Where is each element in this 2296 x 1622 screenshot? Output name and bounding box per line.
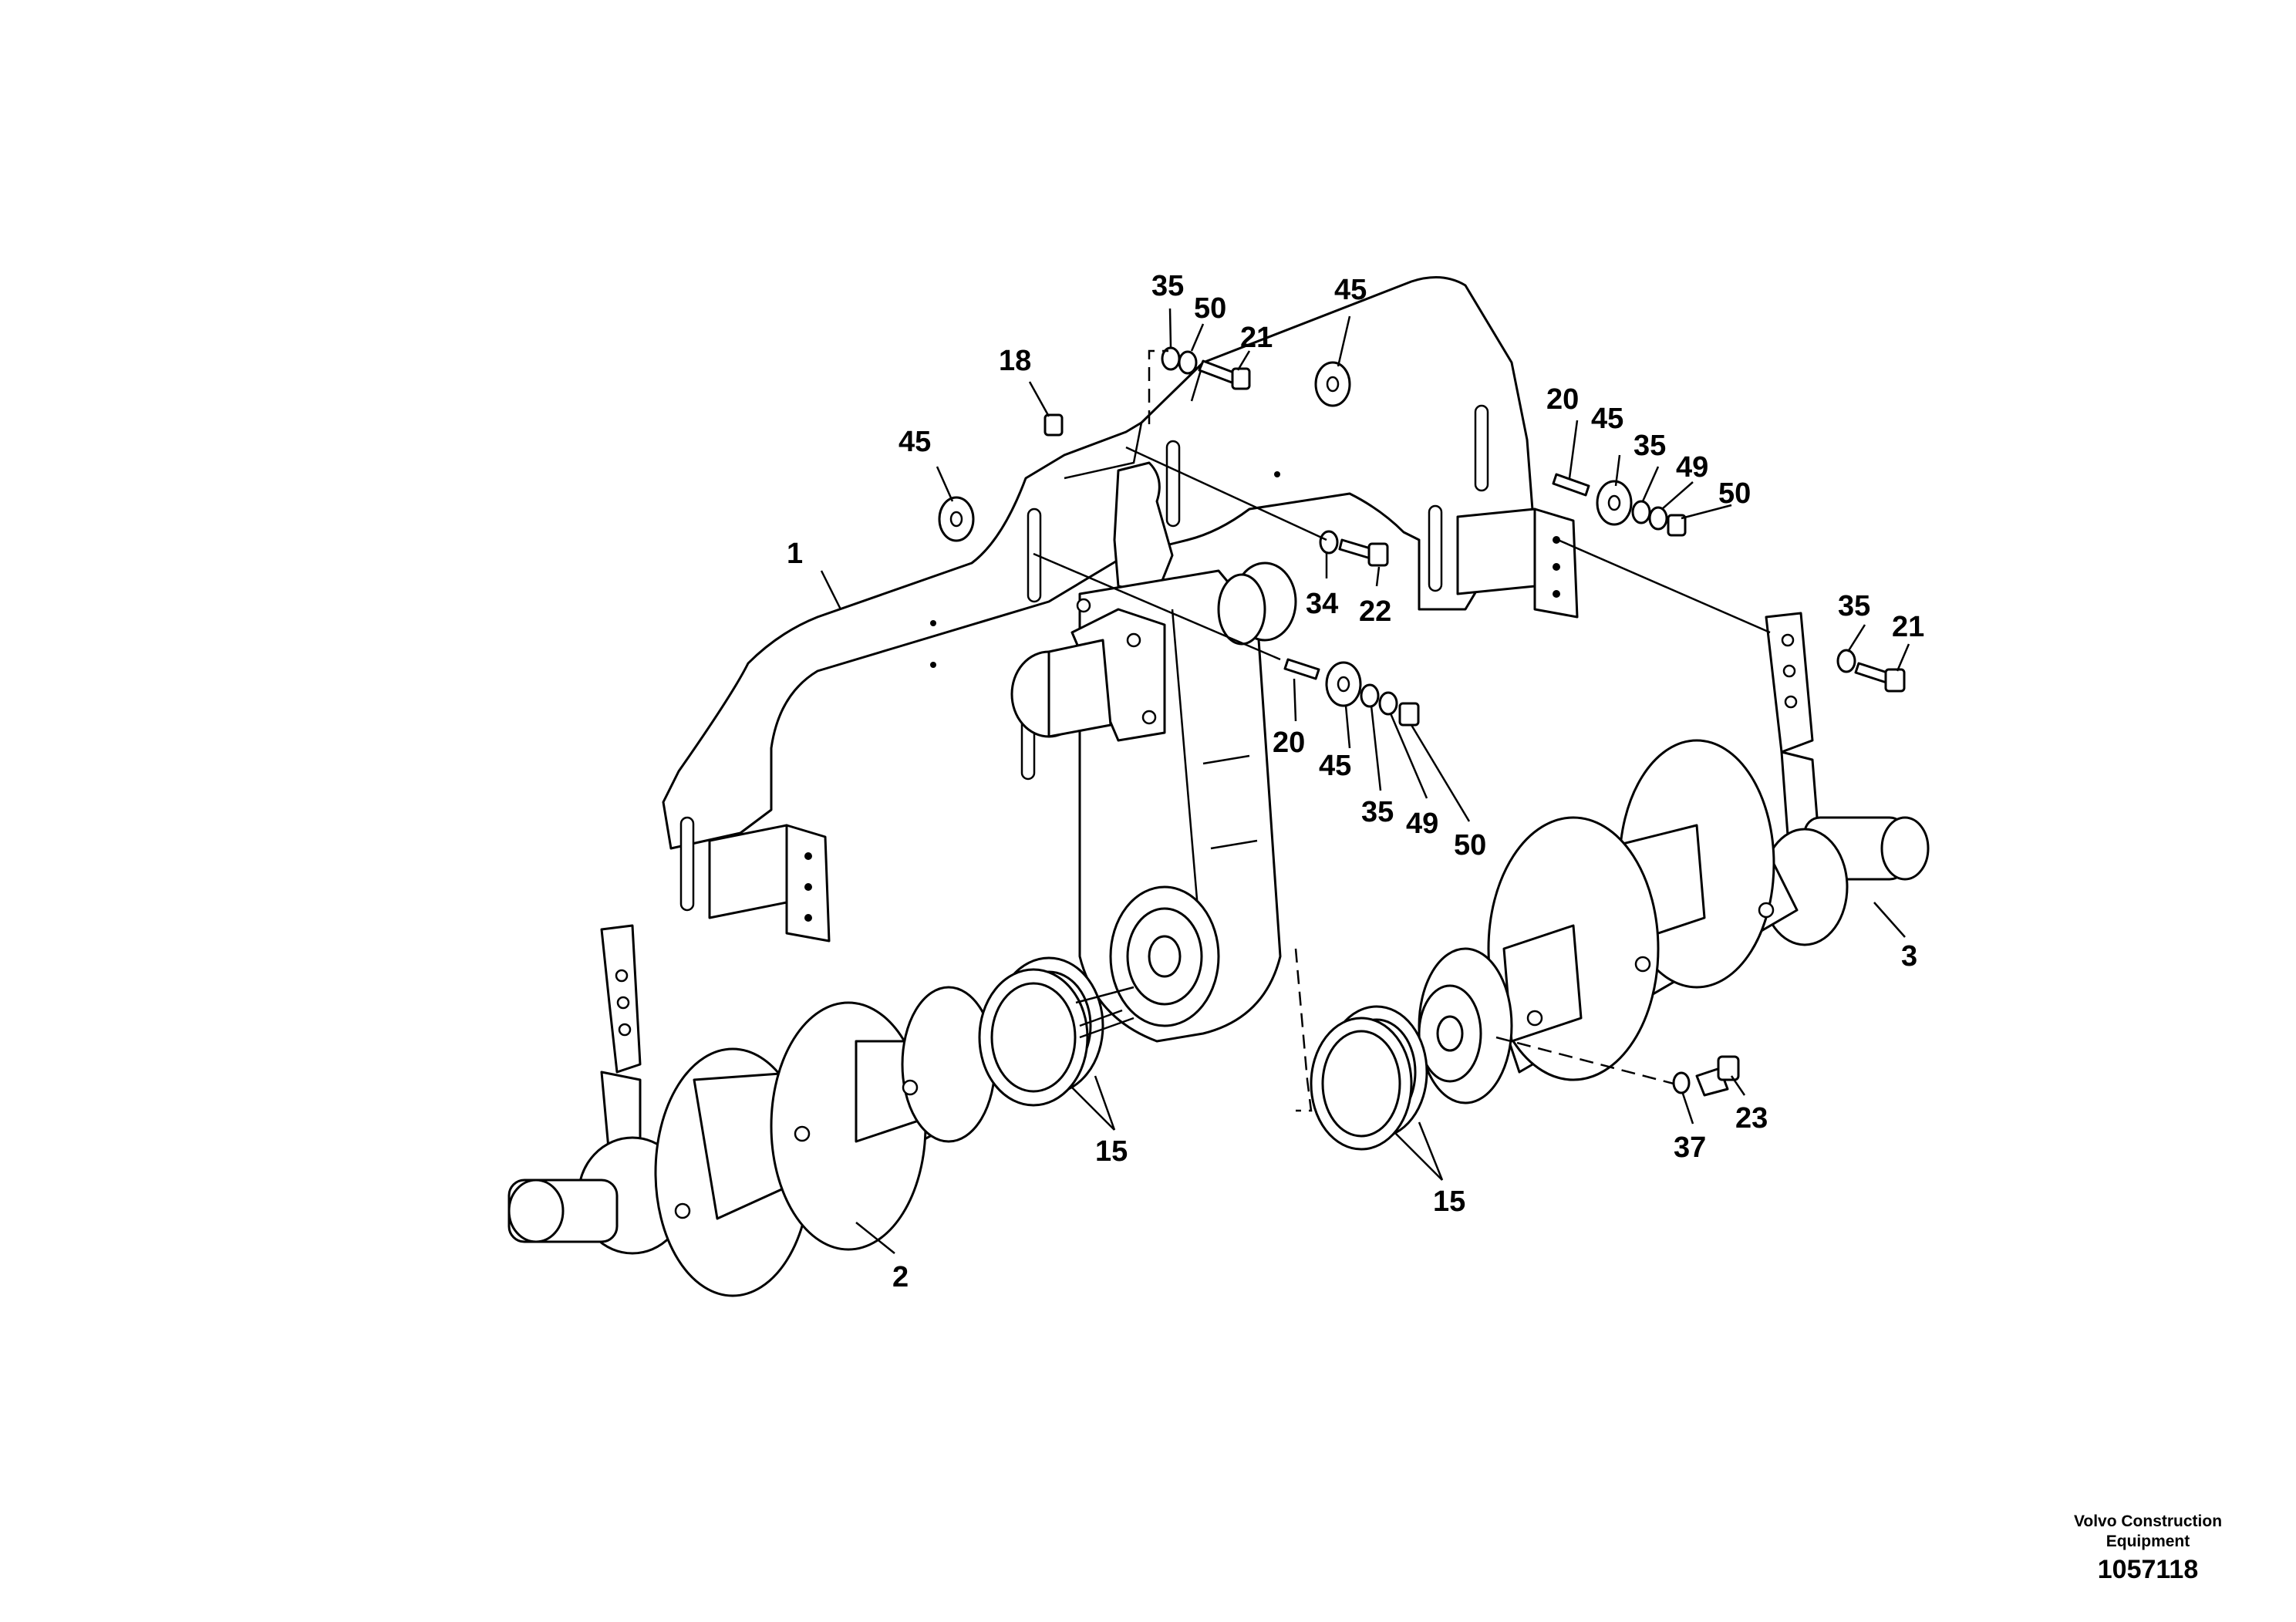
callout-18: 18 <box>999 345 1031 377</box>
callout-20: 20 <box>1273 727 1305 759</box>
main-frame <box>662 276 1579 943</box>
publisher-credit: Volvo Construction Equipment <box>2036 1512 2260 1552</box>
drawing-number: 1057118 <box>2097 1555 2199 1584</box>
left-auger <box>507 924 996 1297</box>
credit-line-2: Equipment <box>2106 1533 2190 1550</box>
callout-45: 45 <box>899 426 931 458</box>
callout-20: 20 <box>1546 383 1579 416</box>
callout-labels: 35 50 21 45 18 45 1 20 45 35 49 50 34 22… <box>787 270 1924 1293</box>
center-lines <box>1033 349 1771 1112</box>
callout-35: 35 <box>1633 430 1666 462</box>
callout-50: 50 <box>1454 829 1486 862</box>
callout-50: 50 <box>1718 477 1751 510</box>
callout-23: 23 <box>1735 1102 1768 1135</box>
callout-49: 49 <box>1676 451 1708 484</box>
fasteners <box>938 346 1906 1097</box>
callout-35: 35 <box>1151 270 1184 302</box>
seal-rings-left <box>978 956 1135 1107</box>
credit-line-1: Volvo Construction <box>2073 1512 2223 1530</box>
callout-45: 45 <box>1591 403 1623 435</box>
callout-21: 21 <box>1892 611 1924 643</box>
callout-35: 35 <box>1838 590 1870 622</box>
callout-1: 1 <box>787 538 803 570</box>
callout-49: 49 <box>1406 808 1438 840</box>
callout-45: 45 <box>1334 274 1367 306</box>
callout-leaders <box>820 308 1910 1254</box>
callout-22: 22 <box>1359 595 1391 628</box>
callout-2: 2 <box>892 1261 909 1293</box>
drive-chain-case <box>1010 461 1297 1043</box>
callout-15: 15 <box>1095 1135 1128 1168</box>
callout-37: 37 <box>1674 1131 1706 1164</box>
callout-35: 35 <box>1361 796 1394 828</box>
callout-50: 50 <box>1194 292 1226 325</box>
callout-34: 34 <box>1306 588 1338 620</box>
callout-3: 3 <box>1901 940 1917 973</box>
callout-45: 45 <box>1319 750 1351 782</box>
callout-15: 15 <box>1433 1185 1465 1218</box>
right-auger <box>1418 612 1930 1104</box>
callout-21: 21 <box>1240 322 1273 354</box>
seal-rings-right <box>1310 1005 1428 1151</box>
